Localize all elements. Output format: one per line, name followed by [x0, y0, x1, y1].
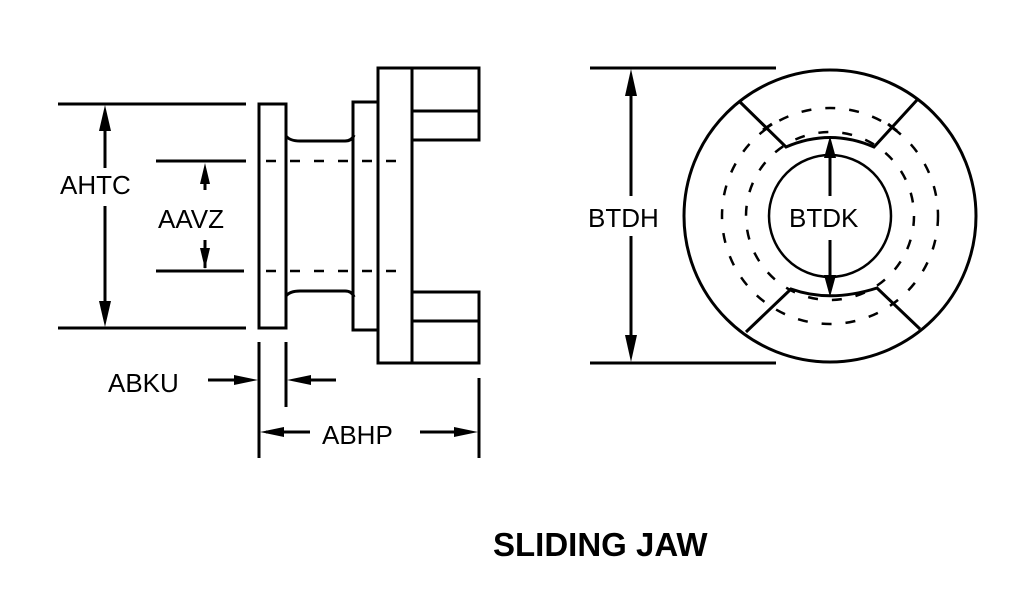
btdh-arrow-up — [625, 69, 637, 96]
right-flange — [376, 66, 414, 365]
abhp-arrow-left — [260, 427, 284, 437]
diagram-title: SLIDING JAW — [493, 526, 708, 563]
aavz-arrow-up — [200, 163, 210, 184]
hub-top-edge — [284, 134, 356, 143]
abku-arrow-right — [234, 375, 258, 385]
bottom-jaw-block — [410, 290, 481, 365]
abku-label: ABKU — [108, 368, 179, 398]
hub-bottom-edge — [284, 289, 356, 298]
top-jaw-block — [410, 66, 481, 142]
ahtc-label: AHTC — [60, 170, 131, 200]
middle-collar — [351, 100, 380, 332]
ahtc-arrow-up — [99, 105, 111, 131]
end-view: BTDH BTDK — [588, 66, 978, 365]
btdh-label: BTDH — [588, 203, 659, 233]
btdk-label: BTDK — [789, 203, 859, 233]
aavz-label: AAVZ — [158, 204, 224, 234]
bottom-jaw-slot — [744, 286, 922, 334]
outer-hidden-ring — [720, 106, 940, 326]
left-flange — [257, 102, 288, 330]
slot-tick-right — [887, 122, 898, 133]
btdk-arrow-down — [824, 275, 836, 297]
aavz-arrow-down — [200, 248, 210, 269]
btdk-arrow-up — [824, 136, 836, 158]
ahtc-arrow-down — [99, 301, 111, 327]
abku-arrow-left — [287, 375, 311, 385]
abhp-arrow-right — [454, 427, 478, 437]
abhp-label: ABHP — [322, 420, 393, 450]
slot-tick-left — [762, 122, 773, 132]
side-view: AHTC AAVZ ABKU — [58, 66, 481, 458]
btdh-arrow-down — [625, 335, 637, 362]
outer-circle — [682, 68, 978, 364]
inner-hidden-ring — [744, 130, 916, 302]
